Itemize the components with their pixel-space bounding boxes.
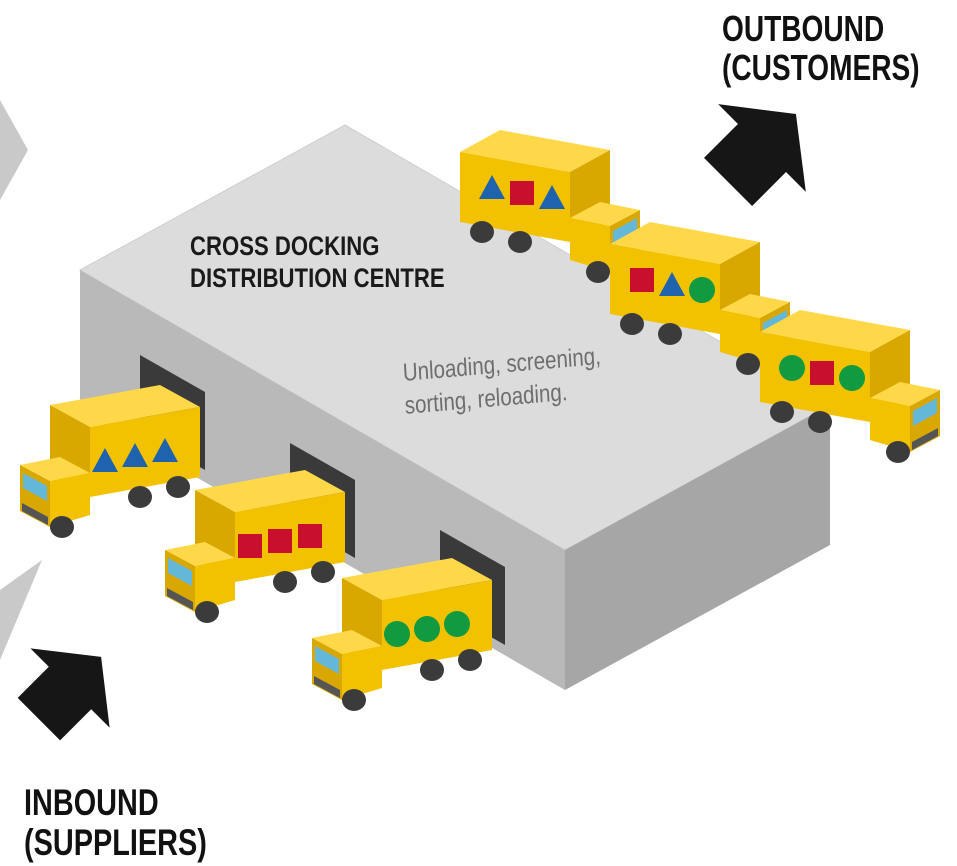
truck-wheel	[770, 401, 794, 423]
truck-cab-top	[870, 382, 940, 406]
truck-wheel	[420, 659, 444, 681]
truck-wheel	[458, 649, 482, 671]
cargo-square	[298, 524, 322, 548]
truck-wheel	[273, 571, 297, 593]
inbound-label-line2: (SUPPLIERS)	[24, 821, 207, 863]
truck-cargo	[779, 355, 865, 391]
building-side-wall	[565, 405, 830, 690]
truck-cab-top	[312, 630, 382, 654]
cargo-triangle	[539, 185, 565, 209]
truck-trailer-top	[610, 222, 760, 264]
truck-trailer-top	[760, 310, 910, 352]
truck-wheel	[808, 411, 832, 433]
truck-windshield	[23, 473, 47, 501]
cargo-circle	[839, 365, 865, 391]
cargo-circle	[689, 277, 715, 303]
truck-wheel	[470, 221, 494, 243]
truck-cab-side	[720, 310, 760, 364]
building-title-line1: CROSS DOCKING	[190, 231, 380, 261]
truck-windshield	[613, 218, 637, 246]
left-edge-chevron-top	[0, 100, 28, 200]
outbound-label: OUTBOUND (CUSTOMERS)	[722, 8, 920, 88]
inbound-arrow-icon	[17, 648, 110, 741]
cargo-triangle	[92, 448, 118, 472]
outbound-truck	[610, 222, 790, 375]
truck-cab-top	[20, 457, 90, 481]
truck-wheel	[508, 231, 532, 253]
truck-cargo	[630, 268, 715, 303]
truck-body	[20, 385, 200, 538]
cargo-circle	[414, 616, 440, 642]
inbound-truck	[165, 470, 345, 623]
truck-windshield	[315, 646, 339, 674]
cargo-square	[268, 529, 292, 553]
truck-windshield	[168, 558, 192, 586]
inbound-truck	[312, 558, 492, 711]
truck-cab-top	[165, 542, 235, 566]
cargo-circle	[444, 611, 470, 637]
cargo-triangle	[152, 438, 178, 462]
cargo-square	[510, 181, 534, 205]
truck-wheel	[886, 441, 910, 463]
outbound-label-line1: OUTBOUND	[722, 8, 885, 49]
inbound-truck	[20, 385, 200, 538]
inbound-label: INBOUND (SUPPLIERS)	[24, 783, 207, 863]
truck-cab-side	[342, 646, 382, 700]
building-title-line2: DISTRIBUTION CENTRE	[190, 263, 445, 294]
truck-windshield	[913, 398, 937, 426]
cargo-square	[238, 534, 262, 558]
truck-wheel	[620, 313, 644, 335]
outbound-truck	[460, 130, 640, 283]
cargo-square	[810, 361, 834, 385]
truck-cab-top	[720, 294, 790, 318]
truck-cab-side	[195, 558, 235, 612]
truck-trailer-top	[50, 385, 200, 427]
truck-cargo	[238, 524, 322, 558]
truck-cargo	[92, 438, 178, 472]
truck-trailer-top	[460, 130, 610, 172]
truck-bumper	[22, 503, 48, 525]
truck-bumper	[314, 676, 340, 698]
truck-trailer-side	[90, 407, 200, 497]
truck-wheel	[195, 601, 219, 623]
truck-wheel	[311, 561, 335, 583]
truck-cab-side	[870, 398, 910, 452]
cargo-triangle	[122, 443, 148, 467]
truck-wheel	[736, 353, 760, 375]
truck-wheel	[128, 486, 152, 508]
truck-cab-side	[50, 473, 90, 527]
truck-cargo	[384, 611, 470, 647]
inbound-label-line1: INBOUND	[24, 782, 159, 823]
cargo-square	[630, 268, 654, 292]
outbound-arrow-icon	[704, 104, 806, 206]
outbound-label-line2: (CUSTOMERS)	[722, 46, 920, 88]
building-title: CROSS DOCKING DISTRIBUTION CENTRE	[190, 230, 445, 295]
outbound-truck	[760, 310, 940, 463]
truck-bumper	[912, 428, 938, 450]
truck-bumper	[167, 588, 193, 610]
truck-trailer-top	[195, 470, 345, 512]
truck-wheel	[166, 476, 190, 498]
cargo-triangle	[479, 175, 505, 199]
truck-wheel	[658, 323, 682, 345]
cargo-circle	[779, 355, 805, 381]
truck-wheel	[342, 689, 366, 711]
cargo-circle	[384, 621, 410, 647]
truck-cargo	[479, 175, 565, 209]
truck-cab-top	[570, 202, 640, 226]
left-edge-chevron-bottom	[0, 560, 42, 660]
truck-cab-side	[570, 218, 610, 272]
truck-wheel	[50, 516, 74, 538]
truck-trailer-top	[342, 558, 492, 600]
cargo-triangle	[659, 272, 685, 296]
truck-wheel	[586, 261, 610, 283]
